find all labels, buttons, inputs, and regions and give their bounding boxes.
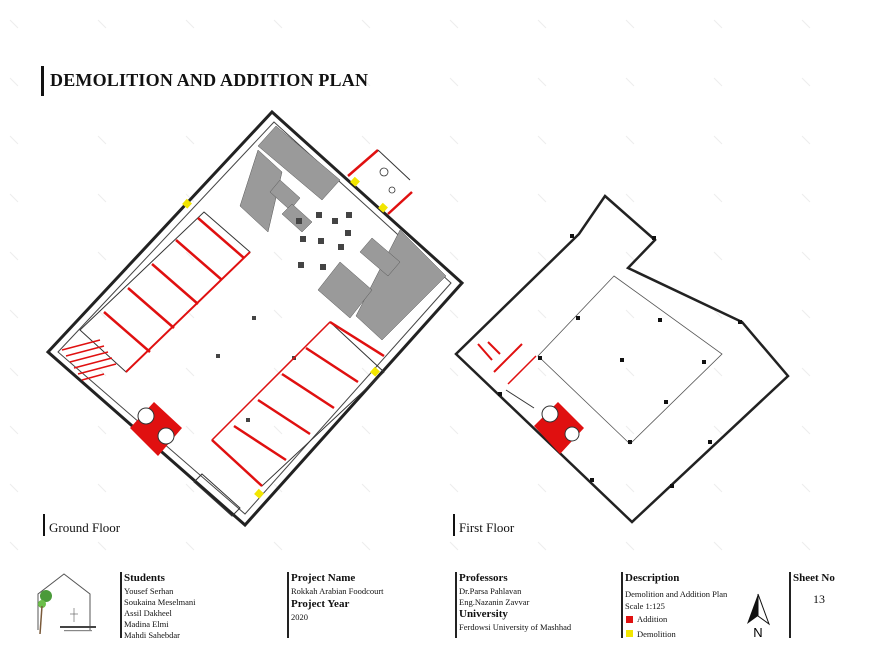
ground-floor-label: Ground Floor	[49, 520, 121, 535]
professor-name: Eng.Nazanin Zavvar	[459, 597, 530, 607]
north-letter: N	[753, 625, 762, 640]
legend-addition-swatch	[626, 616, 633, 623]
project-year-heading: Project Year	[291, 598, 350, 610]
students-heading: Students	[124, 572, 165, 584]
ground-floor-label-bar	[43, 514, 45, 536]
student-name: Assil Dakheel	[124, 608, 172, 618]
scale-text: Scale 1:125	[625, 601, 665, 611]
ground-left-kiosks	[61, 211, 251, 381]
first-addition-walls	[477, 341, 537, 409]
ground-seating-area	[239, 125, 447, 341]
sheet-title: DEMOLITION AND ADDITION PLAN	[50, 70, 369, 90]
ground-corner-vestibule	[347, 149, 413, 215]
titleblock-separator-2	[287, 572, 289, 638]
ground-tables	[216, 212, 352, 422]
sheet-no-heading: Sheet No	[793, 572, 835, 584]
floor-plans-drawing	[45, 109, 790, 528]
professor-name: Dr.Parsa Pahlavan	[459, 586, 522, 596]
titleblock-separator-1	[120, 572, 122, 638]
project-name: Rokkah Arabian Foodcourt	[291, 586, 384, 596]
north-arrow-icon: N	[747, 593, 771, 640]
ground-floor-plan	[45, 109, 465, 528]
house-tree-logo-icon	[37, 573, 96, 635]
titleblock-separator-4	[621, 572, 623, 638]
description-text: Demolition and Addition Plan	[625, 589, 728, 599]
legend-addition-label: Addition	[637, 614, 668, 624]
title-accent-bar	[41, 66, 44, 96]
first-outer-wall	[454, 194, 790, 524]
first-floor-plan	[454, 194, 790, 524]
university-name: Ferdowsi University of Mashhad	[459, 622, 572, 632]
description-heading: Description	[625, 572, 680, 584]
project-year: 2020	[291, 612, 308, 622]
ground-inner-wall	[57, 121, 452, 515]
project-name-heading: Project Name	[291, 572, 356, 584]
ground-right-kiosks	[211, 320, 385, 487]
first-columns	[498, 234, 742, 488]
student-name: Madina Elmi	[124, 619, 169, 629]
titleblock-separator-5	[789, 572, 791, 638]
student-name: Mahdi Sahebdar	[124, 630, 180, 640]
first-floor-label: First Floor	[459, 520, 515, 535]
student-name: Soukaina Meselmani	[124, 597, 196, 607]
titleblock-separator-3	[455, 572, 457, 638]
legend-demolition-label: Demolition	[637, 629, 676, 639]
ground-outer-wall	[45, 109, 465, 528]
first-floor-label-bar	[453, 514, 455, 536]
professors-heading: Professors	[459, 572, 508, 584]
student-name: Yousef Serhan	[124, 586, 174, 596]
university-heading: University	[459, 608, 508, 620]
ground-entrance-addition	[130, 402, 182, 456]
sheet-number: 13	[813, 592, 825, 606]
ground-demolition-marks	[182, 176, 388, 499]
legend-demolition-swatch	[626, 630, 633, 637]
